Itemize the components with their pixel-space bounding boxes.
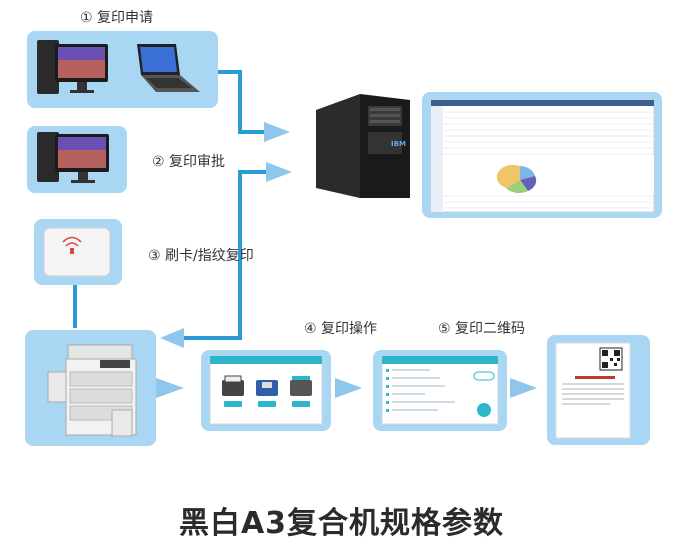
server-icon xyxy=(316,94,410,198)
dashboard-screen xyxy=(430,99,655,213)
touchscreen-jobs xyxy=(381,355,499,425)
page-title: 黑白A3复合机规格参数 xyxy=(178,506,505,541)
step-3-label: ③ 刷卡/指纹复印 xyxy=(148,248,254,264)
printer-icon xyxy=(222,380,244,396)
laptop-icon xyxy=(137,44,200,92)
card-reader-icon xyxy=(43,227,111,277)
step-4-label: ④ 复印操作 xyxy=(304,321,378,337)
server-brand-label: IBM xyxy=(391,140,406,148)
arrowheads xyxy=(156,122,537,398)
approver-computer-icon xyxy=(37,132,109,183)
desktop-computer-icon xyxy=(37,40,108,94)
qr-document xyxy=(555,342,631,439)
step-5-label: ⑤ 复印二维码 xyxy=(438,321,526,337)
copier-icon xyxy=(47,344,137,437)
step-1-label: ① 复印申请 xyxy=(80,10,154,26)
step-2-label: ② 复印审批 xyxy=(152,154,226,170)
qr-code-icon xyxy=(599,347,623,371)
scanner-icon xyxy=(290,380,312,396)
touchscreen-menu xyxy=(209,355,323,425)
arrow-tails xyxy=(160,383,162,393)
flow-lines xyxy=(73,70,283,340)
pie-chart-thumbnail xyxy=(496,164,537,194)
